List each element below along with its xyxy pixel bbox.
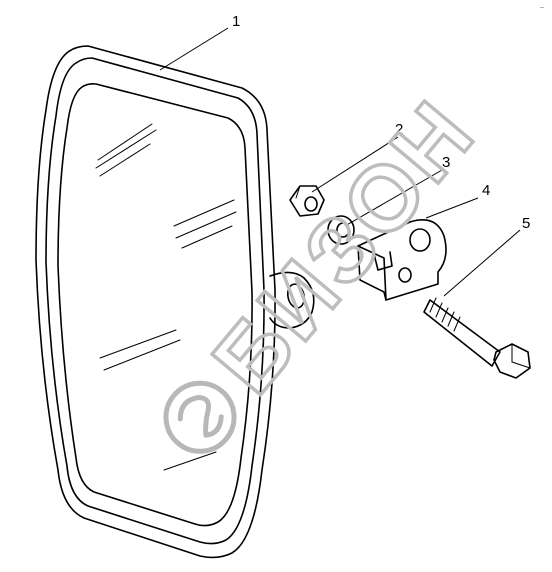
part-2-hex-nut xyxy=(289,185,325,217)
reflection-line xyxy=(103,339,181,371)
mirror-mount-boss xyxy=(269,271,315,329)
reflection-line xyxy=(95,129,157,169)
corner-mark: – xyxy=(540,4,544,11)
reflection-line xyxy=(99,143,151,177)
callout-1: 1 xyxy=(232,13,240,30)
callout-5: 5 xyxy=(522,215,530,232)
part-4-clamp xyxy=(357,219,447,301)
leader-line-1 xyxy=(159,27,229,71)
bolt-head-edge xyxy=(511,361,531,369)
mirror-frame-inner-rim xyxy=(45,57,265,545)
mirror-glass xyxy=(57,83,253,527)
clamp-bore xyxy=(409,228,431,252)
watermark-logo-icon xyxy=(163,380,237,454)
leader-line-2 xyxy=(311,136,399,193)
clamp-front-edge xyxy=(357,245,387,301)
bolt-thread xyxy=(447,311,455,327)
bolt-thread xyxy=(429,297,437,313)
callout-2: 2 xyxy=(395,121,403,138)
watermark: БИЗОН xyxy=(163,79,497,454)
bolt-thread xyxy=(435,302,443,318)
hex-nut-edge xyxy=(295,185,301,199)
leader-line-3 xyxy=(344,169,443,227)
part-1-mirror xyxy=(35,45,315,559)
washer-inner xyxy=(336,222,350,238)
reflection-line xyxy=(173,199,235,227)
leader-line-4 xyxy=(425,197,479,219)
hex-nut-hole xyxy=(304,196,318,212)
bolt-thread xyxy=(453,316,461,332)
washer-outer xyxy=(327,215,355,245)
reflection-line xyxy=(175,211,237,239)
part-3-washer xyxy=(327,215,355,245)
watermark-text: БИЗОН xyxy=(194,81,495,412)
leader-line-5 xyxy=(443,229,521,297)
part-5-bolt xyxy=(423,297,531,379)
reflection-line xyxy=(163,451,217,471)
mount-boss-hole xyxy=(286,283,306,309)
bolt-hex-head xyxy=(493,343,531,379)
clamp-body xyxy=(357,219,447,301)
reflection-line xyxy=(181,225,233,249)
reflection-line xyxy=(99,329,177,359)
bolt-shank xyxy=(423,299,501,367)
callout-3: 3 xyxy=(442,154,450,171)
clamp-slot xyxy=(373,251,393,271)
mirror-frame-outer xyxy=(35,45,276,559)
bolt-thread xyxy=(441,307,449,323)
clamp-bolt-hole xyxy=(398,267,412,283)
reflection-line xyxy=(97,123,153,161)
callout-4: 4 xyxy=(482,182,490,199)
